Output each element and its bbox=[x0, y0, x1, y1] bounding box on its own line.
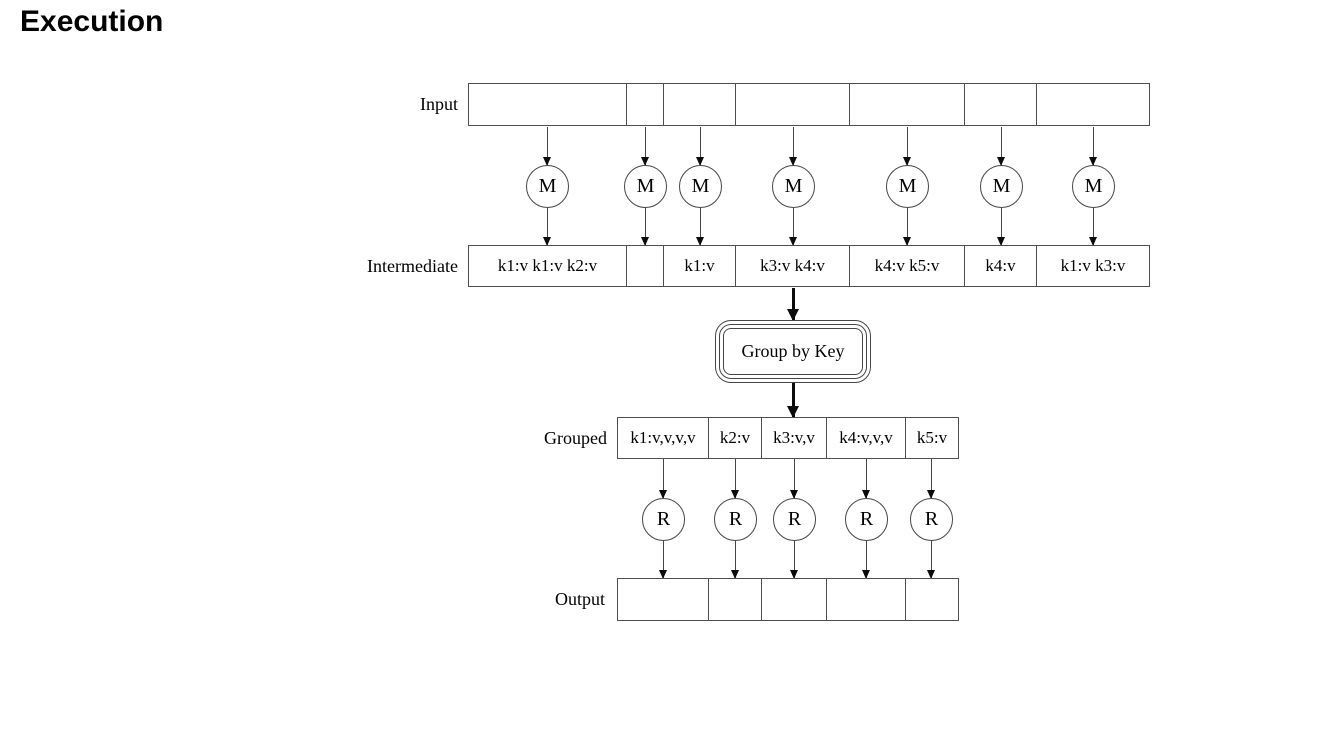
input-split-cell bbox=[469, 84, 627, 125]
map-task-node: M bbox=[624, 165, 667, 208]
input-split-cell bbox=[965, 84, 1037, 125]
arrow-intermediate-to-group bbox=[787, 288, 799, 321]
arrow-input-to-map bbox=[696, 127, 704, 166]
arrow-map-to-intermediate bbox=[641, 208, 649, 246]
input-split-cell bbox=[1037, 84, 1149, 125]
arrow-map-to-intermediate bbox=[543, 208, 551, 246]
arrow-grouped-to-reduce bbox=[659, 459, 667, 499]
arrow-grouped-to-reduce bbox=[862, 459, 870, 499]
output-cell bbox=[906, 579, 958, 620]
arrow-reduce-to-output bbox=[659, 541, 667, 579]
arrow-input-to-map bbox=[543, 127, 551, 166]
arrow-input-to-map bbox=[903, 127, 911, 166]
arrow-input-to-map bbox=[1089, 127, 1097, 166]
arrow-reduce-to-output bbox=[790, 541, 798, 579]
reduce-task-node: R bbox=[845, 498, 888, 541]
map-task-node: M bbox=[980, 165, 1023, 208]
reduce-task-node: R bbox=[910, 498, 953, 541]
intermediate-cell bbox=[627, 246, 664, 286]
arrow-grouped-to-reduce bbox=[790, 459, 798, 499]
arrow-reduce-to-output bbox=[927, 541, 935, 579]
output-cell bbox=[709, 579, 762, 620]
arrow-input-to-map bbox=[641, 127, 649, 166]
arrow-map-to-intermediate bbox=[696, 208, 704, 246]
arrow-input-to-map bbox=[789, 127, 797, 166]
input-split-cell bbox=[736, 84, 850, 125]
intermediate-cell: k4:v k5:v bbox=[850, 246, 965, 286]
grouped-cell: k1:v,v,v,v bbox=[618, 418, 709, 458]
map-task-node: M bbox=[1072, 165, 1115, 208]
group-by-key-node: Group by Key bbox=[715, 320, 871, 383]
output-bar bbox=[617, 578, 959, 621]
reduce-task-node: R bbox=[642, 498, 685, 541]
input-split-cell bbox=[850, 84, 965, 125]
output-label: Output bbox=[554, 589, 605, 609]
arrow-grouped-to-reduce bbox=[731, 459, 739, 499]
intermediate-cell: k1:v k1:v k2:v bbox=[469, 246, 627, 286]
grouped-label: Grouped bbox=[544, 428, 607, 448]
input-split-cell bbox=[664, 84, 736, 125]
arrow-reduce-to-output bbox=[731, 541, 739, 579]
input-bar bbox=[468, 83, 1150, 126]
arrow-grouped-to-reduce bbox=[927, 459, 935, 499]
map-task-node: M bbox=[526, 165, 569, 208]
input-split-cell bbox=[627, 84, 664, 125]
output-cell bbox=[618, 579, 709, 620]
intermediate-cell: k1:v bbox=[664, 246, 736, 286]
grouped-cell: k4:v,v,v bbox=[827, 418, 906, 458]
arrow-reduce-to-output bbox=[862, 541, 870, 579]
page-title: Execution bbox=[20, 5, 164, 38]
intermediate-label: Intermediate bbox=[367, 256, 458, 276]
intermediate-bar: k1:v k1:v k2:v k1:v k3:v k4:v k4:v k5:v … bbox=[468, 245, 1150, 287]
intermediate-cell: k4:v bbox=[965, 246, 1037, 286]
arrow-map-to-intermediate bbox=[903, 208, 911, 246]
arrow-map-to-intermediate bbox=[997, 208, 1005, 246]
reduce-task-node: R bbox=[714, 498, 757, 541]
output-cell bbox=[827, 579, 906, 620]
map-task-node: M bbox=[772, 165, 815, 208]
arrow-map-to-intermediate bbox=[789, 208, 797, 246]
map-task-node: M bbox=[886, 165, 929, 208]
group-by-key-label: Group by Key bbox=[723, 328, 863, 375]
intermediate-cell: k1:v k3:v bbox=[1060, 256, 1126, 275]
intermediate-cell: k3:v k4:v bbox=[736, 246, 850, 286]
grouped-cell: k3:v,v bbox=[762, 418, 827, 458]
input-label: Input bbox=[420, 94, 458, 114]
output-cell bbox=[762, 579, 827, 620]
arrow-map-to-intermediate bbox=[1089, 208, 1097, 246]
arrow-input-to-map bbox=[997, 127, 1005, 166]
grouped-cell: k2:v bbox=[709, 418, 762, 458]
grouped-cell: k5:v bbox=[916, 428, 948, 447]
arrow-group-to-grouped bbox=[787, 383, 799, 418]
reduce-task-node: R bbox=[773, 498, 816, 541]
grouped-bar: k1:v,v,v,v k2:v k3:v,v k4:v,v,v k5:v bbox=[617, 417, 959, 459]
map-task-node: M bbox=[679, 165, 722, 208]
group-by-key-border: Group by Key bbox=[719, 324, 867, 379]
